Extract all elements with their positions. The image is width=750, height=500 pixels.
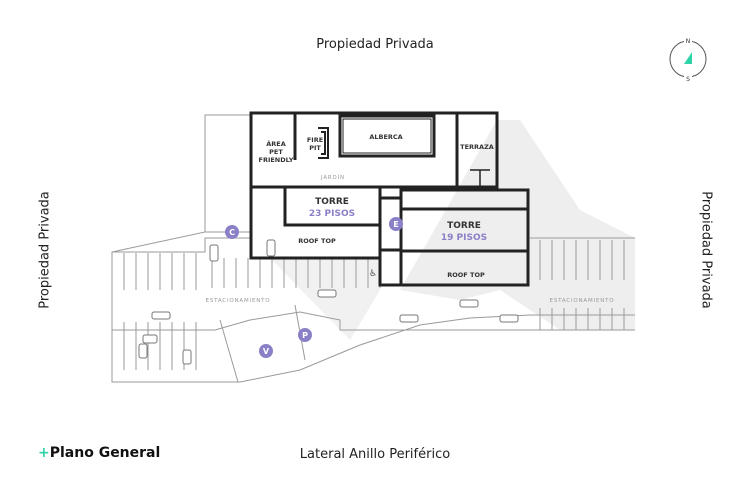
car-icon: [399, 314, 419, 323]
roof-top-a-label: ROOF TOP: [298, 237, 336, 245]
compass-icon: N S: [669, 36, 707, 83]
plan-title: +Plano General: [38, 445, 160, 461]
car-icon: [138, 343, 148, 359]
svg-text:E: E: [393, 220, 398, 229]
parking-left-label: ESTACIONAMIENTO: [206, 298, 271, 304]
marker-v[interactable]: V: [259, 344, 273, 358]
plus-icon: +: [38, 445, 50, 461]
marker-p[interactable]: P: [298, 328, 312, 342]
accessibility-icon: ♿: [369, 269, 377, 279]
roof-top-b-label: ROOF TOP: [447, 271, 485, 279]
car-icon: [499, 314, 519, 323]
torre-19-floors: 19 PISOS: [441, 233, 487, 243]
cars: [138, 239, 519, 365]
car-icon: [317, 289, 337, 298]
jardin-label: JARDÍN: [320, 174, 345, 181]
marker-c[interactable]: C: [225, 225, 239, 239]
pet-label-1: ÁREA: [266, 139, 286, 148]
compass-north: N: [686, 38, 691, 45]
alberca-label: ALBERCA: [369, 133, 402, 141]
terraza-label: TERRAZA: [460, 143, 494, 151]
car-icon: [266, 239, 276, 257]
fire-pit-label-2: PIT: [309, 144, 321, 152]
pet-label-2: PET: [269, 148, 283, 156]
torre-23-floors: 23 PISOS: [309, 209, 355, 219]
plan-title-text: Plano General: [49, 445, 161, 461]
building-walls: [249, 111, 530, 287]
compass-south: S: [686, 76, 690, 83]
top-boundary-label: Propiedad Privada: [316, 37, 434, 52]
pet-label-3: FRIENDLY: [259, 156, 294, 164]
parking-stalls: [123, 240, 625, 370]
car-icon: [142, 334, 158, 344]
svg-text:C: C: [229, 228, 235, 237]
parking-right-label: ESTACIONAMIENTO: [550, 298, 615, 304]
bottom-boundary-label: Lateral Anillo Periférico: [299, 447, 451, 462]
svg-text:V: V: [263, 347, 270, 356]
torre-23-title: TORRE: [315, 197, 349, 207]
marker-e[interactable]: E: [389, 217, 403, 231]
torre-19-title: TORRE: [447, 221, 481, 231]
car-icon: [209, 244, 219, 262]
car-icon: [182, 349, 192, 365]
car-icon: [459, 299, 479, 308]
fire-pit-label-1: FIRE: [307, 136, 323, 144]
building-shadow-left: [270, 258, 380, 340]
car-icon: [151, 311, 171, 320]
svg-text:P: P: [302, 331, 308, 340]
